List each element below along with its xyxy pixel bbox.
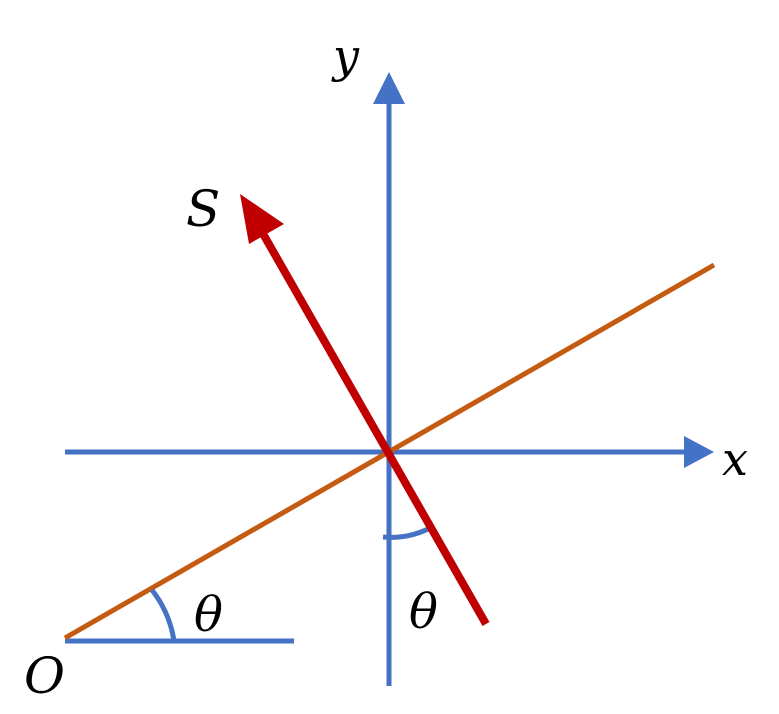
angle-arc-right [382, 525, 432, 540]
y-axis-label: y [331, 29, 360, 83]
y-axis-arrowhead [373, 72, 405, 104]
angle-arc-left [150, 588, 177, 642]
vector-s-arrowhead [240, 194, 284, 244]
origin-label: O [24, 647, 65, 705]
vector-s-label: S [186, 180, 220, 238]
angle-label-right: θ [409, 584, 438, 640]
x-axis-arrowhead [684, 436, 714, 468]
vector-s-line [258, 230, 490, 626]
angle-label-left: θ [194, 587, 223, 643]
x-axis-label: x [722, 432, 748, 486]
